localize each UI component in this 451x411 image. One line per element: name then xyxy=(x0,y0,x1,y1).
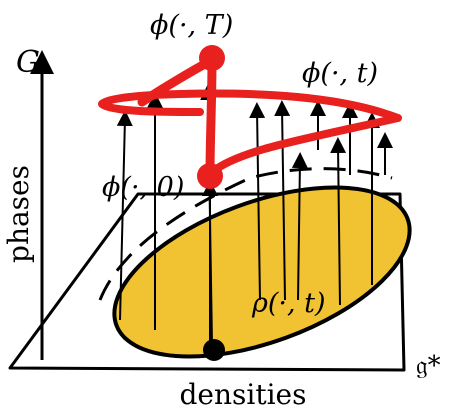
plane-g-star-label: 𝔤* xyxy=(416,351,441,381)
plane-g-star xyxy=(8,192,406,372)
dashed-contour xyxy=(98,167,393,301)
phase-loop xyxy=(98,89,402,176)
axis-densities-label: densities xyxy=(180,378,307,411)
phase-arrow xyxy=(291,152,308,301)
phi-T-label: ϕ(·, T) xyxy=(150,10,233,41)
phi-T-point xyxy=(199,45,225,71)
density-ellipse xyxy=(112,185,412,359)
axis-g-label: G xyxy=(16,45,40,80)
phi-0-point xyxy=(197,163,223,189)
phi-t-label: ϕ(·, t) xyxy=(302,58,378,89)
rho-t-label: ρ(·, t) xyxy=(251,288,326,319)
axis-phases-label: phases xyxy=(2,165,35,263)
density-point xyxy=(203,339,225,361)
phase-arrow xyxy=(249,102,266,301)
phase-arrow xyxy=(330,137,347,306)
phase-arrow xyxy=(116,110,133,321)
phase-spine xyxy=(137,55,217,179)
phi-0-label: ϕ(·, 0) xyxy=(102,172,184,203)
